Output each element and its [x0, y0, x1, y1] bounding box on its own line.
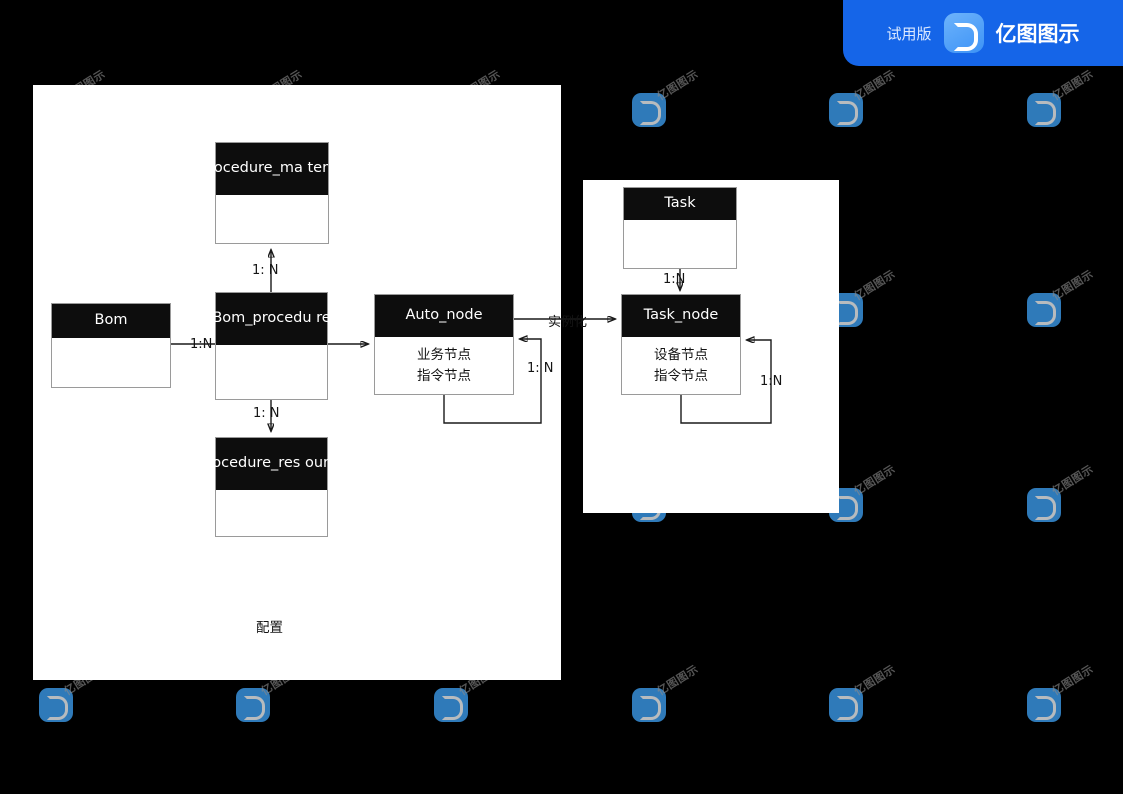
brand-name: 亿图图示	[995, 22, 1080, 46]
entity-bom-procedure-title: Bom_procedu re	[212, 293, 331, 345]
edraw-logo-icon	[943, 13, 984, 53]
edge-label-auto-self: 1: N	[527, 361, 554, 376]
edge-label-bom: 1:N	[190, 337, 213, 352]
entity-bom-body	[52, 338, 170, 387]
entity-auto-node-title: Auto_node	[375, 295, 513, 337]
edge-task-node-self-loop	[680, 340, 772, 424]
edge-auto-node-self-loop	[443, 339, 542, 424]
entity-attribute: 指令节点	[417, 367, 471, 384]
entity-procedure-material-title: procedure_ma terial	[199, 143, 345, 195]
entity-auto-node-body: 业务节点 指令节点	[375, 337, 513, 394]
entity-procedure-material[interactable]: procedure_ma terial	[199, 142, 345, 244]
entity-title-line-1: procedure_res	[197, 455, 301, 472]
entity-task-node[interactable]: Task_node 设备节点 指令节点	[621, 294, 741, 395]
edge-label-resource: 1: N	[253, 406, 280, 421]
entity-task[interactable]: Task	[623, 187, 737, 269]
trial-badge[interactable]: 试用版 亿图图示	[843, 0, 1123, 66]
entity-attribute: 设备节点	[654, 346, 708, 363]
trial-label: 试用版	[886, 24, 932, 43]
edge-label-material: 1: N	[252, 263, 279, 278]
edge-label-instantiate: 实例化	[548, 315, 588, 330]
entity-procedure-resource-body	[216, 490, 327, 536]
canvas-note-config: 配置	[256, 620, 283, 636]
entity-task-body	[624, 220, 736, 268]
entity-title-line-1: Bom_procedu	[212, 310, 312, 327]
entity-attribute: 指令节点	[654, 367, 708, 384]
entity-bom[interactable]: Bom	[51, 303, 171, 388]
entity-task-node-body: 设备节点 指令节点	[622, 337, 740, 394]
entity-procedure-resource[interactable]: procedure_res ource	[197, 437, 346, 537]
entity-bom-procedure-body	[216, 345, 327, 399]
entity-procedure-material-body	[216, 195, 328, 243]
entity-bom-procedure[interactable]: Bom_procedu re	[212, 292, 331, 400]
entity-bom-title: Bom	[52, 304, 170, 338]
edge-label-task-node-self: 1:N	[760, 374, 783, 389]
entity-auto-node[interactable]: Auto_node 业务节点 指令节点	[374, 294, 514, 395]
entity-title-line-2: ource	[304, 455, 346, 472]
entity-title-line-2: re	[316, 310, 331, 327]
entity-title-line-1: procedure_ma	[199, 160, 303, 177]
edge-label-task: 1:N	[663, 272, 686, 287]
entity-task-node-title: Task_node	[622, 295, 740, 337]
entity-task-title: Task	[624, 188, 736, 220]
entity-attribute: 业务节点	[417, 346, 471, 363]
entity-title-line-2: terial	[307, 160, 345, 177]
entity-procedure-resource-title: procedure_res ource	[197, 438, 346, 490]
